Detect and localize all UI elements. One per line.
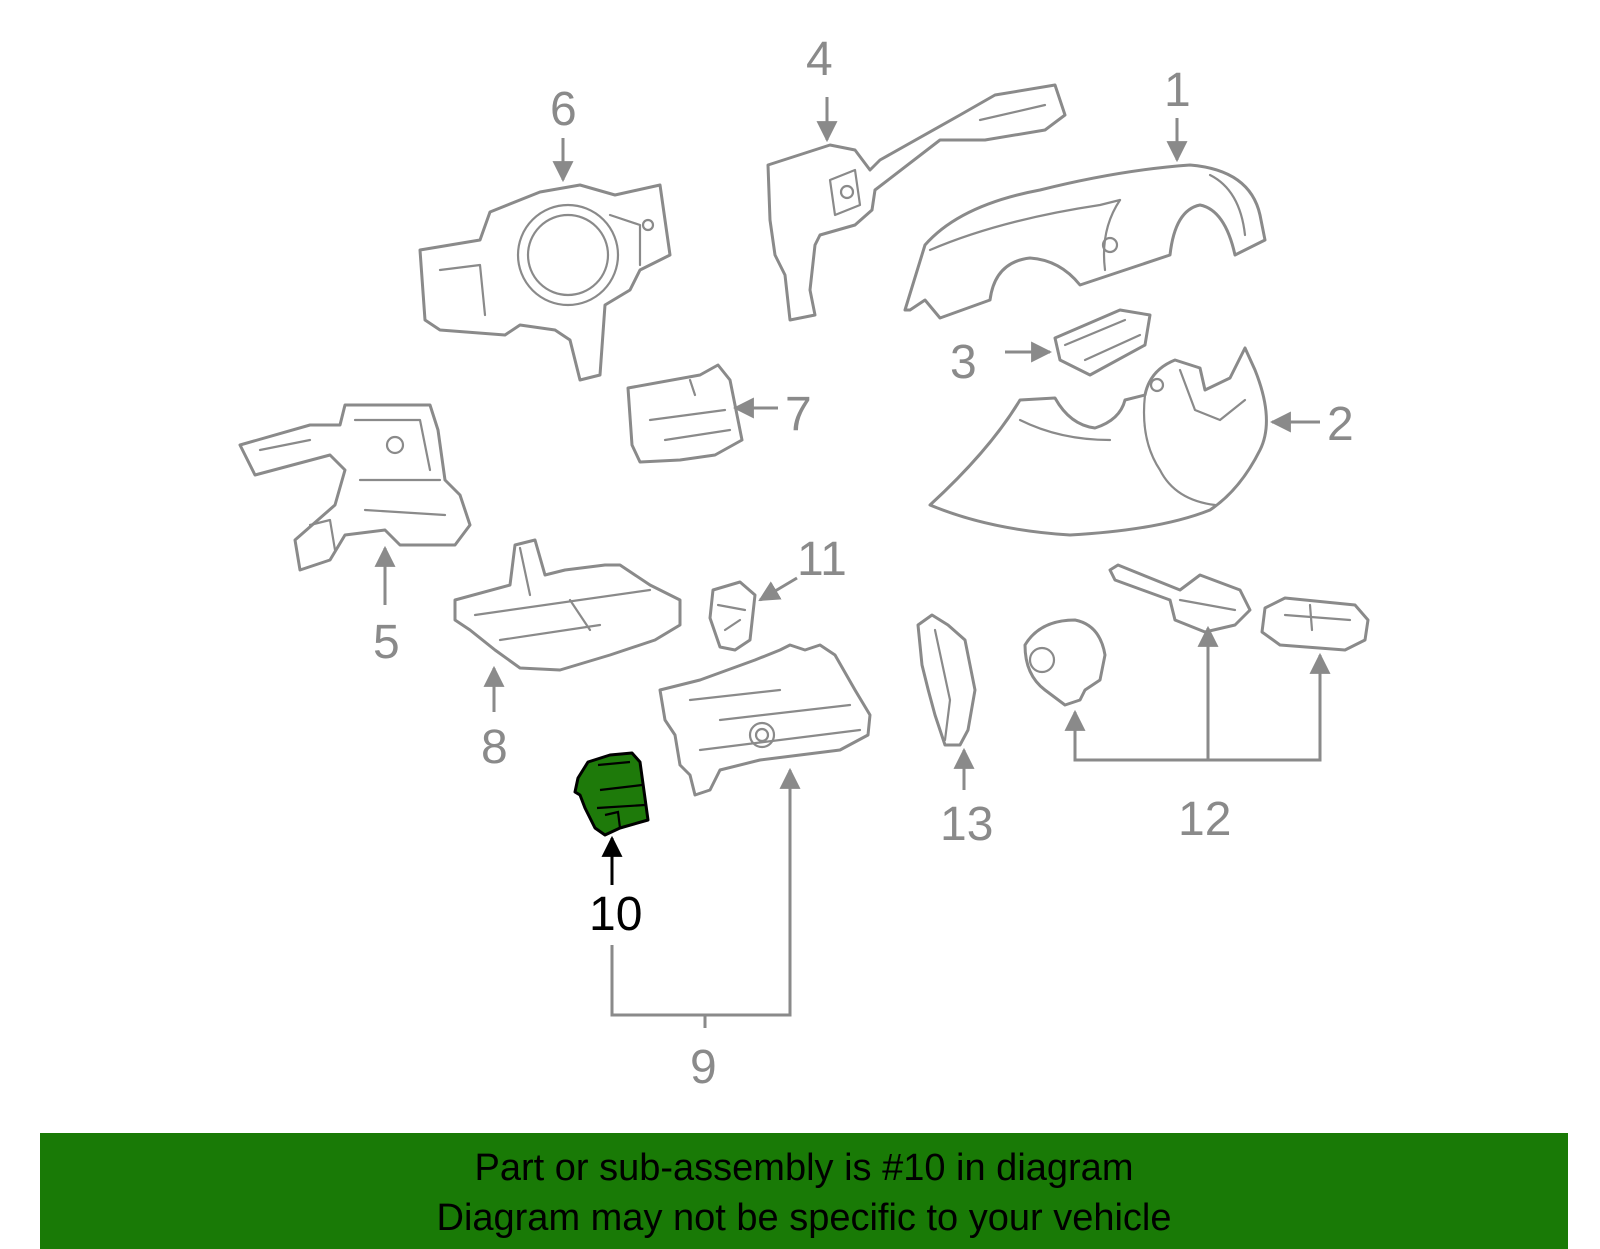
- callout-12: 12: [1178, 793, 1231, 846]
- part-4-wiper-switch[interactable]: [766, 83, 1067, 322]
- part-8-lock-housing[interactable]: [453, 538, 682, 672]
- part-5-turn-signal-switch[interactable]: [238, 403, 472, 572]
- footer-banner: Part or sub-assembly is #10 in diagram D…: [40, 1133, 1568, 1249]
- callout-9: 9: [690, 1041, 717, 1094]
- part-2-lower-column-cover[interactable]: [928, 346, 1268, 537]
- callout-5: 5: [373, 616, 400, 669]
- callout-10: 10: [589, 888, 642, 941]
- part-3-trim-piece[interactable]: [1053, 308, 1152, 377]
- parts-diagram: 1 2 3 4 5 6 7 8 9 10 11 12 13: [238, 33, 1370, 1094]
- callout-11: 11: [797, 533, 847, 586]
- part-10-ignition-switch[interactable]: [573, 751, 650, 837]
- part-12-lock-and-keys[interactable]: [1023, 563, 1370, 707]
- leader-lines: [374, 97, 1331, 1028]
- part-7-module[interactable]: [626, 363, 744, 464]
- footer-line-2: Diagram may not be specific to your vehi…: [436, 1197, 1172, 1239]
- part-13-shroud[interactable]: [916, 613, 977, 747]
- footer-line-1: Part or sub-assembly is #10 in diagram: [474, 1147, 1134, 1189]
- callout-numbers: 1 2 3 4 5 6 7 8 9 10 11 12 13: [373, 33, 1354, 1094]
- callout-6: 6: [550, 83, 577, 136]
- part-1-upper-column-cover[interactable]: [903, 163, 1267, 320]
- callout-4: 4: [806, 33, 833, 86]
- part-9-ignition-housing[interactable]: [658, 643, 872, 797]
- part-11-bracket[interactable]: [708, 580, 757, 652]
- callout-2: 2: [1327, 398, 1354, 451]
- callout-3: 3: [950, 336, 977, 389]
- part-6-clockspring[interactable]: [418, 183, 672, 382]
- callout-8: 8: [481, 721, 508, 774]
- callout-1: 1: [1164, 64, 1191, 117]
- callout-7: 7: [785, 388, 812, 441]
- callout-13: 13: [940, 798, 993, 851]
